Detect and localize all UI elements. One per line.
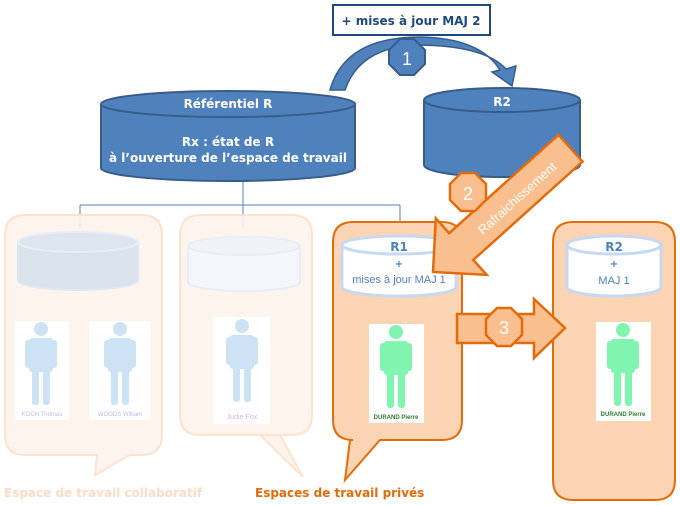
svg-text:MAJ 1: MAJ 1 xyxy=(598,275,629,287)
private-bubble-2: R2 + MAJ 1 DURAND Pierre xyxy=(552,221,676,501)
svg-text:2: 2 xyxy=(463,184,473,204)
svg-text:+: + xyxy=(395,259,403,270)
svg-text:Référentiel R: Référentiel R xyxy=(184,97,273,111)
svg-text:+: + xyxy=(610,259,618,270)
svg-text:à l’ouverture de l’espace de t: à l’ouverture de l’espace de travail xyxy=(109,151,347,165)
user-name-durand-2: DURAND Pierre xyxy=(601,412,646,418)
user-name-judie: Judie Fox xyxy=(227,414,258,421)
svg-text:mises à jour MAJ 1: mises à jour MAJ 1 xyxy=(352,274,446,286)
svg-text:Rx : état de R: Rx : état de R xyxy=(182,135,274,149)
step-2-badge: 2 xyxy=(448,171,488,213)
user-name-koch: KOCH Thomas xyxy=(22,412,63,418)
svg-text:3: 3 xyxy=(499,318,509,338)
collaborative-bubble-1: KOCH Thomas WOODS William xyxy=(4,214,163,477)
user-name-woods: WOODS William xyxy=(98,412,142,418)
private-label: Espaces de travail privés xyxy=(255,486,424,500)
step-3-badge: 3 xyxy=(484,306,524,348)
step-1-badge: 1 xyxy=(388,38,426,76)
top-box: + mises à jour MAJ 2 xyxy=(332,4,491,36)
collaborative-label: Espace de travail collaboratif xyxy=(4,486,203,500)
database-icon xyxy=(17,231,139,291)
database-r1: R1 + mises à jour MAJ 1 xyxy=(340,234,458,298)
svg-text:+ mises à jour MAJ 2: + mises à jour MAJ 2 xyxy=(342,14,481,28)
private-bubble-1: R1 + mises à jour MAJ 1 DURAND Pierre xyxy=(332,221,463,484)
update-arrow xyxy=(329,36,517,91)
svg-text:1: 1 xyxy=(402,49,412,69)
collaborative-bubble-2: Judie Fox xyxy=(179,214,313,478)
database-r2-private: R2 + MAJ 1 xyxy=(565,234,663,298)
database-icon xyxy=(187,236,301,292)
svg-text:R2: R2 xyxy=(605,240,623,254)
database-referentiel: Référentiel R Rx : état de R à l’ouvertu… xyxy=(100,90,356,182)
svg-text:R2: R2 xyxy=(493,95,511,109)
svg-text:R1: R1 xyxy=(390,240,408,254)
user-name-durand: DURAND Pierre xyxy=(374,415,419,421)
